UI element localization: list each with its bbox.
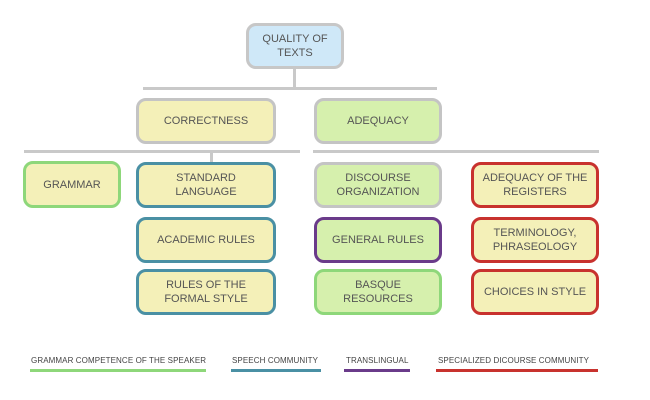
legend-swatch-grammar-competence: [30, 369, 206, 372]
node-formal-style: RULES OF THE FORMAL STYLE: [136, 269, 276, 315]
node-adequacy-of-registers: ADEQUACY OF THE REGISTERS: [471, 162, 599, 208]
node-correctness: CORRECTNESS: [136, 98, 276, 144]
node-academic-rules: ACADEMIC RULES: [136, 217, 276, 263]
legend-swatch-speech-community: [231, 369, 321, 372]
node-grammar: GRAMMAR: [23, 161, 121, 208]
legend-label-grammar-competence: GRAMMAR COMPETENCE OF THE SPEAKER: [31, 356, 207, 365]
node-basque-resources: BASQUE RESOURCES: [314, 269, 442, 315]
legend-label-specialized-discourse: SPECIALIZED DICOURSE COMMUNITY: [438, 356, 590, 365]
legend-label-speech-community: SPEECH COMMUNITY: [232, 356, 319, 365]
connector-level2-bar-right: [313, 150, 599, 153]
node-quality-of-texts: QUALITY OF TEXTS: [246, 23, 344, 69]
node-adequacy: ADEQUACY: [314, 98, 442, 144]
node-choices-in-style: CHOICES IN STYLE: [471, 269, 599, 315]
connector-level2-bar-left: [24, 150, 300, 153]
legend-label-translingual: TRANSLINGUAL: [346, 356, 409, 365]
connector-root-stem: [293, 68, 296, 88]
node-standard-language: STANDARD LANGUAGE: [136, 162, 276, 208]
connector-standard-stem: [210, 152, 213, 164]
legend-swatch-specialized-discourse: [436, 369, 598, 372]
connector-level1-bar: [143, 87, 437, 90]
legend-swatch-translingual: [344, 369, 410, 372]
node-terminology-phraseology: TERMINOLOGY, PHRASEOLOGY: [471, 217, 599, 263]
node-discourse-organization: DISCOURSE ORGANIZATION: [314, 162, 442, 208]
node-general-rules: GENERAL RULES: [314, 217, 442, 263]
